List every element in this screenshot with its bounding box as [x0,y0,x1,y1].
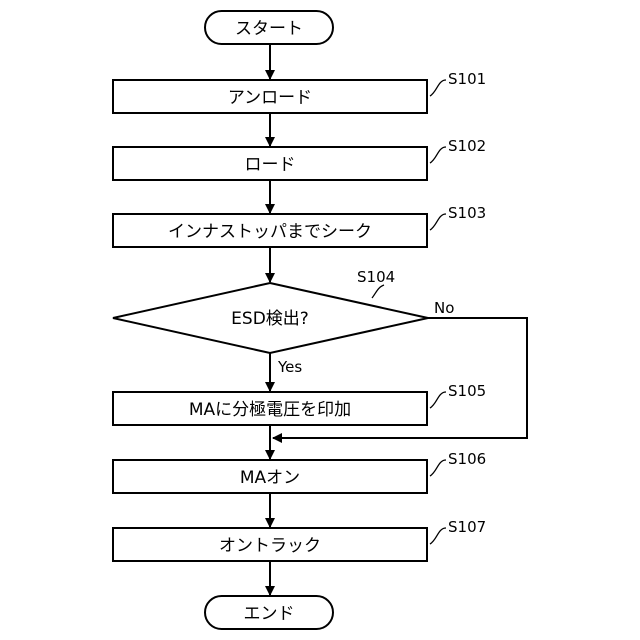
step-leader-s103 [430,214,446,230]
process-box-s103: インナストッパまでシーク [113,214,427,247]
process-box-s105: MAに分極電圧を印加 [113,392,427,425]
decision-diamond-s104: ESD検出? [113,283,428,353]
start-terminal: スタート [205,11,333,44]
step-number-s106: S106 [448,450,486,468]
step-leader-s104 [372,285,384,298]
branch-label-yes: Yes [277,358,302,376]
step-number-s102: S102 [448,137,486,155]
step-number-s107: S107 [448,518,486,536]
end-label: エンド [244,604,295,624]
step-leader-s106 [430,460,446,476]
step-leader-s101 [430,80,446,96]
start-label: スタート [235,19,303,39]
process-box-s107: オントラック [113,528,427,561]
process-label-s107: オントラック [219,536,321,556]
process-label-s106: MAオン [240,468,300,488]
process-label-s103: インナストッパまでシーク [168,222,372,242]
branch-label-no: No [434,299,454,317]
process-label-s102: ロード [245,155,296,175]
process-label-s105: MAに分極電圧を印加 [189,400,351,420]
end-terminal: エンド [205,596,333,629]
step-number-s101: S101 [448,70,486,88]
step-number-s105: S105 [448,382,486,400]
step-number-s103: S103 [448,204,486,222]
process-box-s106: MAオン [113,460,427,493]
step-leader-s105 [430,392,446,408]
step-number-s104: S104 [357,268,395,286]
process-box-s102: ロード [113,147,427,180]
process-label-s101: アンロード [228,88,312,108]
step-leader-s102 [430,147,446,163]
process-box-s101: アンロード [113,80,427,113]
decision-label-s104: ESD検出? [231,309,309,329]
step-leader-s107 [430,528,446,544]
